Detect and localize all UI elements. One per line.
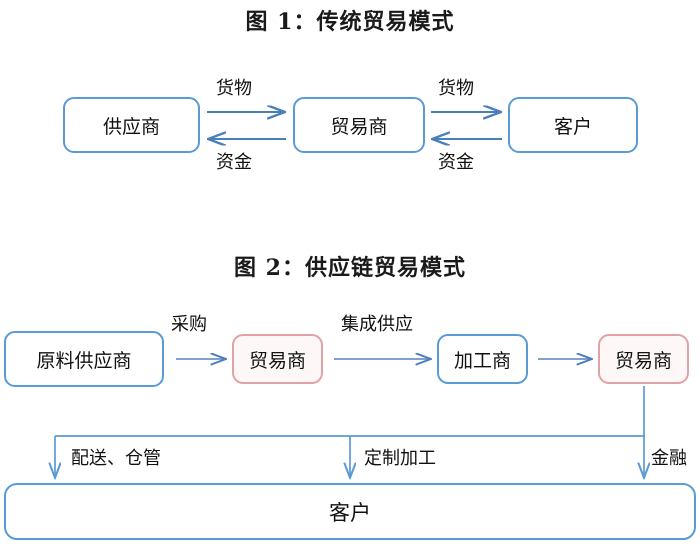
edge-label-custom-processing: 定制加工 xyxy=(364,448,436,469)
node-processor[interactable]: 加工商 xyxy=(437,334,528,384)
node-supplier[interactable]: 供应商 xyxy=(63,97,200,153)
edge-label-integrated-supply: 集成供应 xyxy=(341,314,413,335)
figure-1-title: 图 1：传统贸易模式 xyxy=(245,9,455,35)
edge-label-goods-trader-customer: 货物 xyxy=(438,78,474,99)
node-customer[interactable]: 客户 xyxy=(508,97,638,153)
edge-label-finance: 金融 xyxy=(651,448,687,469)
node-trader-upstream[interactable]: 贸易商 xyxy=(232,334,323,384)
edge-label-funds-trader-supplier: 资金 xyxy=(216,152,252,173)
node-raw-material-supplier[interactable]: 原料供应商 xyxy=(4,331,164,387)
figure-2-title: 图 2：供应链贸易模式 xyxy=(234,255,466,281)
node-customer-supply-chain[interactable]: 客户 xyxy=(4,483,696,540)
node-trader-downstream[interactable]: 贸易商 xyxy=(598,334,689,384)
edge-label-purchase: 采购 xyxy=(171,314,207,335)
service-bus xyxy=(55,386,645,437)
edge-label-funds-customer-trader: 资金 xyxy=(438,152,474,173)
edge-label-delivery-warehousing: 配送、仓管 xyxy=(71,448,161,469)
edge-label-goods-supplier-trader: 货物 xyxy=(216,78,252,99)
node-trader[interactable]: 贸易商 xyxy=(293,97,425,153)
